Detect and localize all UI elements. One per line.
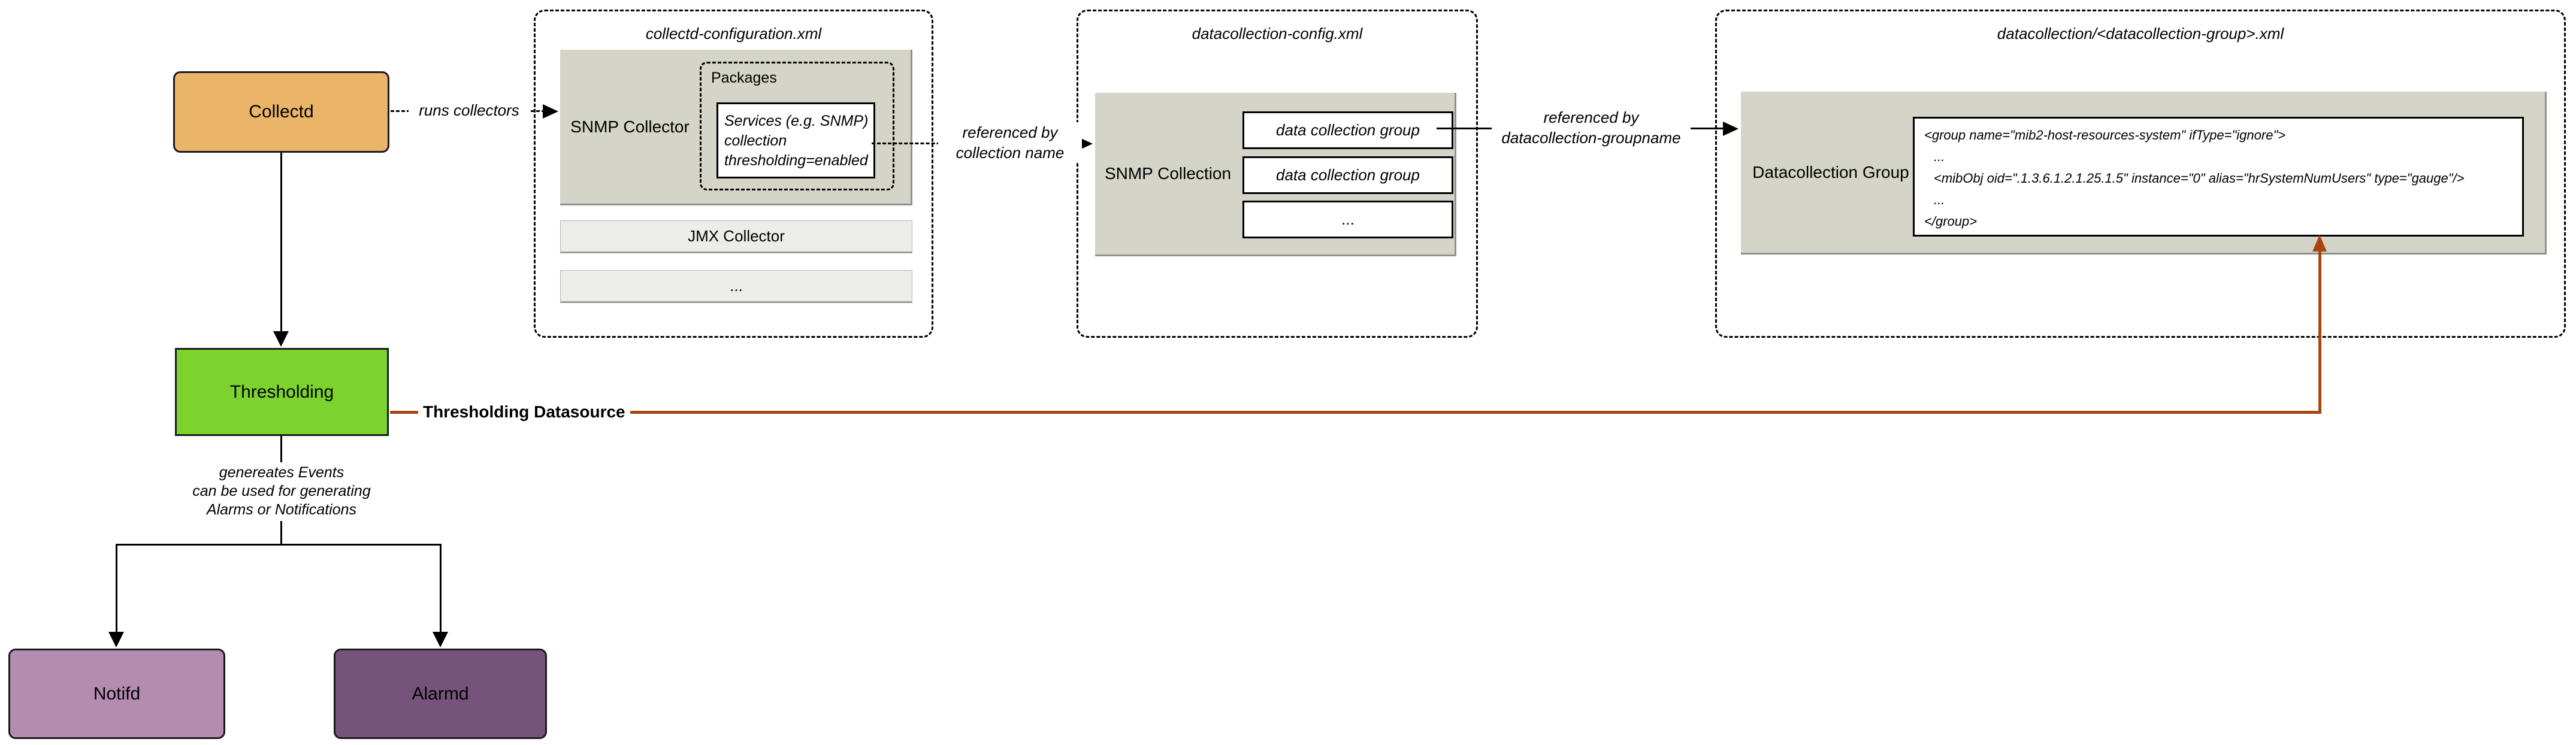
node-thresholding: Thresholding <box>175 348 389 436</box>
data-collection-group-label: data collection group <box>1276 121 1420 139</box>
jmx-collector-label: JMX Collector <box>688 227 785 245</box>
edge-label-line: referenced by <box>962 123 1058 141</box>
edge-thresholding-events-line <box>280 436 282 462</box>
annotation-line: Alarms or Notifications <box>206 501 357 518</box>
data-collection-group-box: data collection group <box>1242 111 1453 149</box>
edge-split-horizontal-line <box>116 544 442 546</box>
node-notifd: Notifd <box>8 649 225 739</box>
snmp-collection-panel: SNMP Collection data collection group da… <box>1095 93 1456 256</box>
annotation-line: genereates Events <box>219 464 344 481</box>
container-datacollection-config: datacollection-config.xml SNMP Collectio… <box>1077 10 1478 338</box>
snmp-collector-panel: SNMP Collector Packages Services (e.g. S… <box>560 50 912 205</box>
data-collection-group-box: data collection group <box>1242 156 1453 194</box>
edge-referenced-by-collection-label: referenced by collection name <box>938 122 1082 163</box>
xml-code-line: <group name="mib2-host-resources-system"… <box>1924 128 2286 143</box>
annotation-line: can be used for generating <box>192 483 371 499</box>
node-collectd: Collectd <box>173 71 389 153</box>
services-line: Services (e.g. SNMP) <box>724 113 869 129</box>
node-alarmd-label: Alarmd <box>412 683 469 704</box>
packages-group: Packages Services (e.g. SNMP) collection… <box>700 62 894 190</box>
container-datacollection-group-file: datacollection/<datacollection-group>.xm… <box>1715 10 2566 338</box>
node-notifd-label: Notifd <box>93 683 141 704</box>
generates-events-annotation: genereates Events can be used for genera… <box>162 464 401 519</box>
edge-collectd-thresholding-line <box>280 153 282 334</box>
edge-to-notifd-line <box>116 544 117 635</box>
edge-to-alarmd-arrowhead <box>433 632 448 647</box>
edge-runs-collectors-arrowhead <box>543 104 558 119</box>
edge-events-split-line <box>280 521 282 545</box>
node-alarmd: Alarmd <box>334 649 547 739</box>
node-thresholding-label: Thresholding <box>229 381 334 402</box>
edge-referenced-by-groupname-arrowhead <box>1723 122 1739 136</box>
data-collection-group-more-label: ... <box>1341 210 1354 228</box>
edge-thresholding-datasource-arrowhead <box>2312 235 2327 252</box>
services-box: Services (e.g. SNMP) collection threshol… <box>716 102 875 178</box>
edge-to-alarmd-line <box>440 544 442 635</box>
xml-code-line: <mibObj oid=".1.3.6.1.2.1.25.1.5" instan… <box>1934 171 2465 186</box>
edge-thresholding-datasource-vline <box>2318 240 2321 414</box>
node-collectd-label: Collectd <box>249 102 314 122</box>
jmx-collector-box: JMX Collector <box>560 220 912 253</box>
data-collection-group-more-box: ... <box>1242 201 1453 238</box>
edge-thresholding-datasource-hline <box>390 411 2321 414</box>
packages-label: Packages <box>711 69 777 86</box>
edge-label-line: datacollection-groupname <box>1501 129 1681 147</box>
xml-code-line: ... <box>1934 192 1945 207</box>
edge-runs-collectors-label: runs collectors <box>409 100 530 120</box>
xml-code-line: </group> <box>1924 214 1978 229</box>
datacollection-group-label: Datacollection Group <box>1752 162 1909 181</box>
snmp-collector-label: SNMP Collector <box>570 117 690 136</box>
edge-referenced-by-groupname-label: referenced by datacollection-groupname <box>1492 107 1691 148</box>
container-datacollection-group-file-title: datacollection/<datacollection-group>.xm… <box>1997 25 2284 43</box>
datacollection-group-panel: Datacollection Group <group name="mib2-h… <box>1741 92 2547 255</box>
data-collection-group-label: data collection group <box>1276 166 1420 184</box>
xml-code-box: <group name="mib2-host-resources-system"… <box>1913 117 2524 237</box>
container-collectd-configuration-title: collectd-configuration.xml <box>645 25 822 43</box>
edge-to-notifd-arrowhead <box>108 632 124 647</box>
container-collectd-configuration: collectd-configuration.xml SNMP Collecto… <box>534 10 933 338</box>
container-datacollection-config-title: datacollection-config.xml <box>1192 25 1363 43</box>
more-collectors-box: ... <box>560 270 912 303</box>
edge-label-line: collection name <box>956 144 1065 162</box>
edge-label-line: referenced by <box>1543 108 1639 126</box>
edge-thresholding-datasource-label: Thresholding Datasource <box>418 400 630 424</box>
xml-code-line: ... <box>1934 149 1945 164</box>
snmp-collection-label: SNMP Collection <box>1104 164 1232 183</box>
more-collectors-label: ... <box>730 277 743 295</box>
edge-collectd-thresholding-arrowhead <box>273 331 289 347</box>
services-line: collection <box>724 132 787 149</box>
services-line: thresholding=enabled <box>724 152 868 169</box>
